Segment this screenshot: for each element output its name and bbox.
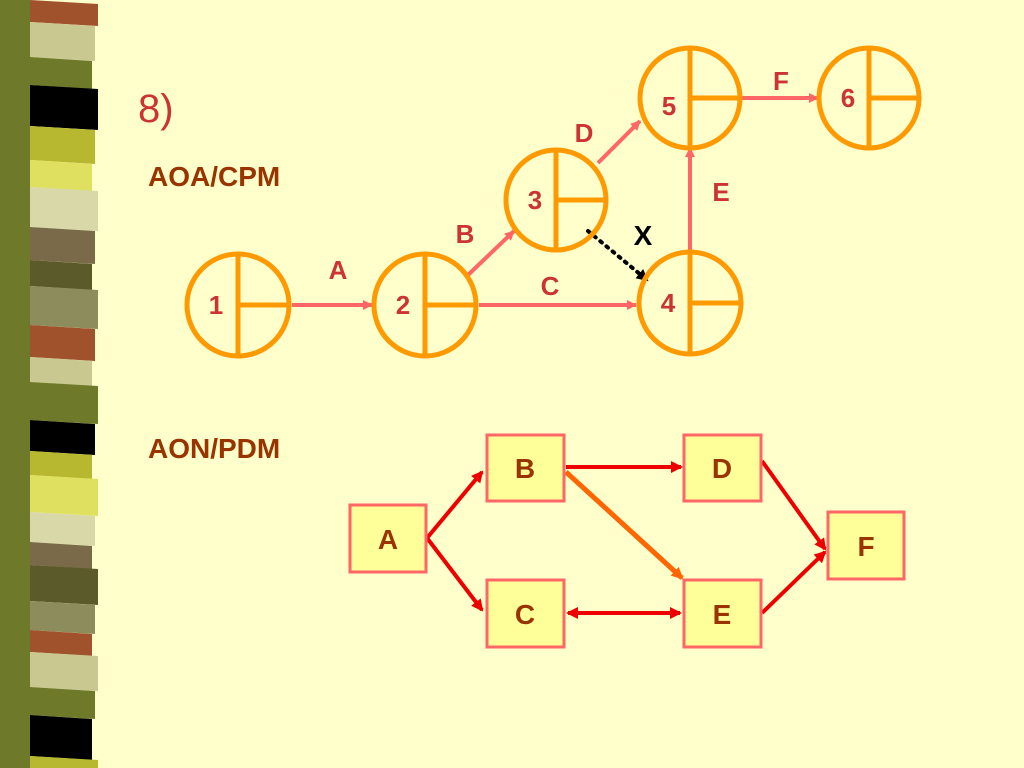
stripe-band	[30, 22, 95, 61]
stripe-band	[30, 565, 98, 605]
stripe-band	[30, 420, 95, 455]
stripe-band	[30, 475, 98, 516]
stripe-band	[30, 601, 95, 634]
aoa-label-x: X	[634, 220, 653, 251]
aoa-edges	[292, 93, 819, 310]
aon-node-f-label: F	[857, 531, 874, 562]
stripe-band	[30, 260, 92, 290]
stripe-band	[30, 126, 95, 164]
aoa-node-3-label: 3	[528, 185, 542, 215]
aoa-nodes: 1 2 3 4 5 6	[184, 45, 922, 359]
aon-node-e-label: E	[713, 599, 732, 630]
aon-node-c: C	[485, 578, 566, 649]
aon-node-a: A	[348, 503, 428, 574]
aoa-label-d: D	[575, 118, 594, 148]
stripe-band	[30, 715, 92, 760]
stripe-band	[30, 382, 98, 424]
stripe-band	[30, 357, 92, 386]
stripe-band	[30, 57, 92, 89]
aoa-node-3: 3	[503, 147, 609, 253]
aoa-node-5-label: 5	[662, 91, 676, 121]
stripe-band	[30, 542, 92, 569]
stripe-band	[30, 756, 98, 768]
aon-node-e: E	[682, 578, 763, 649]
aoa-edge-d	[596, 119, 642, 165]
aoa-label-a: A	[329, 255, 348, 285]
stripe-band	[30, 227, 95, 264]
stripe-band	[30, 451, 92, 479]
aoa-heading: AOA/CPM	[148, 161, 280, 192]
aoa-label-f: F	[773, 66, 789, 96]
decorative-stripe-bar	[0, 0, 120, 768]
aon-node-a-label: A	[378, 524, 398, 555]
stripe-band	[30, 286, 98, 329]
stripe-band	[30, 325, 95, 361]
aoa-node-2-label: 2	[396, 290, 410, 320]
aon-node-d-label: D	[712, 453, 732, 484]
aon-nodes: A B C D E F	[348, 433, 906, 649]
aoa-edge-labels: A B C D E F X	[329, 66, 789, 301]
aon-link-a-c	[425, 536, 484, 612]
stripe-band	[30, 160, 92, 191]
aoa-node-4: 4	[636, 249, 744, 357]
aon-link-a-b	[425, 470, 484, 540]
aon-node-b-label: B	[515, 453, 535, 484]
aon-link-d-f	[760, 459, 827, 551]
stripe-band	[30, 187, 98, 231]
aoa-label-e: E	[712, 177, 729, 207]
aoa-node-2: 2	[371, 251, 479, 359]
stripe-band	[30, 512, 95, 546]
stripe-band	[30, 630, 92, 656]
aon-heading: AON/PDM	[148, 433, 280, 464]
aoa-dummy-edge-x	[586, 229, 649, 282]
aoa-label-c: C	[541, 271, 560, 301]
aon-node-c-label: C	[515, 599, 535, 630]
aoa-edge-b	[466, 229, 516, 277]
aoa-node-5: 5	[637, 45, 743, 151]
aon-link-e-f	[760, 550, 827, 615]
aoa-node-1-label: 1	[209, 290, 223, 320]
aon-node-b: B	[485, 433, 566, 503]
stripe-band	[30, 687, 95, 719]
aon-links	[425, 459, 827, 619]
aoa-node-4-label: 4	[661, 288, 676, 318]
stripe-band	[30, 0, 98, 26]
aoa-node-1: 1	[184, 251, 292, 359]
aon-node-f: F	[826, 510, 906, 581]
stripe-band	[30, 652, 98, 691]
aoa-label-b: B	[456, 219, 475, 249]
aoa-node-6: 6	[816, 45, 922, 151]
aon-link-b-e	[564, 470, 684, 580]
slide-number: 8)	[138, 87, 174, 131]
stripe-band	[30, 85, 98, 130]
aon-node-d: D	[682, 433, 763, 503]
aoa-node-6-label: 6	[841, 83, 855, 113]
